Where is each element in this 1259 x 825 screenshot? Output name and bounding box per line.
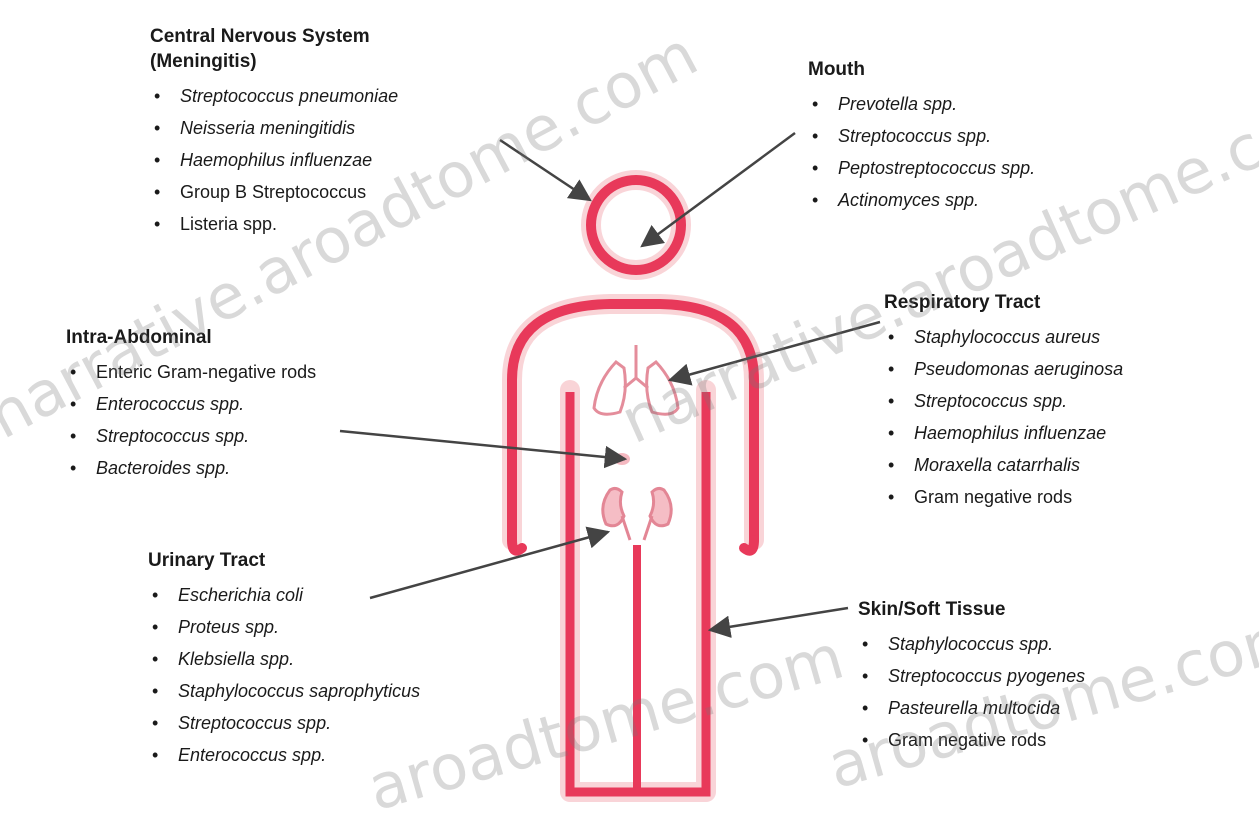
list-item: Actinomyces spp. (808, 184, 1035, 216)
list-item: Enterococcus spp. (66, 388, 316, 420)
lungs-icon (594, 345, 678, 414)
kidneys-icon (603, 488, 671, 540)
cns-title-line2: (Meningitis) (150, 51, 257, 72)
skin-list: Staphylococcus spp. Streptococcus pyogen… (858, 628, 1085, 756)
list-item: Escherichia coli (148, 579, 420, 611)
arrow-intra-abdominal (340, 431, 625, 459)
urinary-list: Escherichia coli Proteus spp. Klebsiella… (148, 579, 420, 771)
arrow-respiratory (670, 322, 880, 380)
arrow-cns (500, 140, 590, 200)
list-item: Pseudomonas aeruginosa (884, 353, 1123, 385)
list-item: Staphylococcus saprophyticus (148, 675, 420, 707)
cns-title: Central Nervous System (Meningitis) (150, 24, 398, 74)
list-item: Haemophilus influenzae (884, 417, 1123, 449)
list-item: Gram negative rods (884, 481, 1123, 513)
list-item: Streptococcus spp. (808, 120, 1035, 152)
list-item: Streptococcus spp. (66, 420, 316, 452)
intra-abdominal-list: Enteric Gram-negative rods Enterococcus … (66, 356, 316, 484)
list-item: Prevotella spp. (808, 88, 1035, 120)
list-item: Group B Streptococcus (150, 176, 398, 208)
urinary-title: Urinary Tract (148, 548, 420, 573)
list-item: Bacteroides spp. (66, 452, 316, 484)
list-item: Pasteurella multocida (858, 692, 1085, 724)
diagram-canvas: Central Nervous System (Meningitis) Stre… (0, 0, 1259, 803)
list-item: Klebsiella spp. (148, 643, 420, 675)
mouth-panel: Mouth Prevotella spp. Streptococcus spp.… (808, 57, 1035, 216)
intra-abdominal-panel: Intra-Abdominal Enteric Gram-negative ro… (66, 325, 316, 484)
list-item: Staphylococcus aureus (884, 321, 1123, 353)
cns-list: Streptococcus pneumoniae Neisseria menin… (150, 80, 398, 240)
list-item: Staphylococcus spp. (858, 628, 1085, 660)
intra-abdominal-title: Intra-Abdominal (66, 325, 316, 350)
mouth-list: Prevotella spp. Streptococcus spp. Pepto… (808, 88, 1035, 216)
list-item: Enteric Gram-negative rods (66, 356, 316, 388)
list-item: Gram negative rods (858, 724, 1085, 756)
skin-panel: Skin/Soft Tissue Staphylococcus spp. Str… (858, 597, 1085, 756)
connector-arrows (340, 133, 880, 630)
urinary-panel: Urinary Tract Escherichia coli Proteus s… (148, 548, 420, 771)
list-item: Streptococcus spp. (884, 385, 1123, 417)
list-item: Enterococcus spp. (148, 739, 420, 771)
cns-title-line1: Central Nervous System (150, 26, 370, 47)
respiratory-list: Staphylococcus aureus Pseudomonas aerugi… (884, 321, 1123, 513)
shoulders-arms-outline (512, 304, 754, 540)
list-item: Streptococcus pneumoniae (150, 80, 398, 112)
cns-panel: Central Nervous System (Meningitis) Stre… (150, 24, 398, 240)
list-item: Haemophilus influenzae (150, 144, 398, 176)
respiratory-panel: Respiratory Tract Staphylococcus aureus … (884, 290, 1123, 513)
mouth-title: Mouth (808, 57, 1035, 82)
arrow-skin (710, 608, 848, 630)
list-item: Proteus spp. (148, 611, 420, 643)
head-outline (591, 180, 681, 270)
list-item: Moraxella catarrhalis (884, 449, 1123, 481)
skin-title: Skin/Soft Tissue (858, 597, 1085, 622)
respiratory-title: Respiratory Tract (884, 290, 1123, 315)
list-item: Neisseria meningitidis (150, 112, 398, 144)
list-item: Listeria spp. (150, 208, 398, 240)
list-item: Streptococcus spp. (148, 707, 420, 739)
list-item: Streptococcus pyogenes (858, 660, 1085, 692)
list-item: Peptostreptococcus spp. (808, 152, 1035, 184)
